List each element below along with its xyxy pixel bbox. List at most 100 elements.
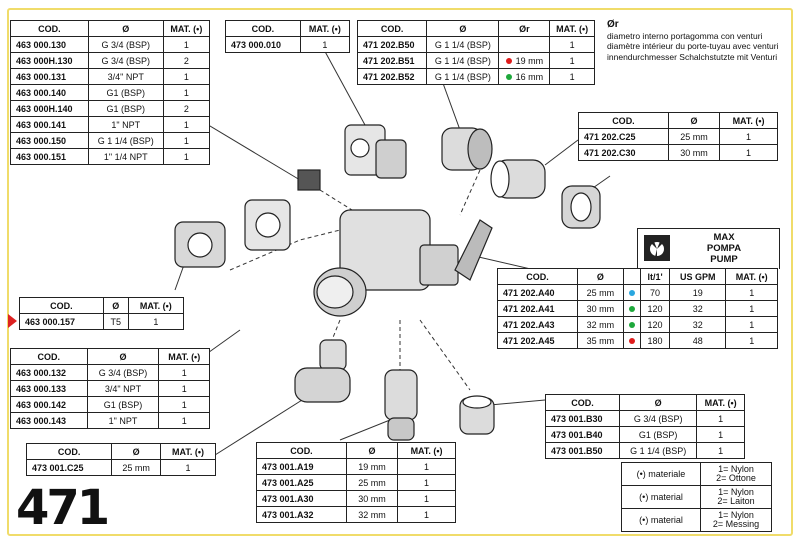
diameter-cell: 1" 1/4 NPT	[87, 148, 164, 165]
material-cell: 1	[725, 316, 778, 333]
elbow-fitting	[490, 159, 546, 199]
diameter-cell: 3/4" NPT	[86, 380, 160, 397]
diameter-cell: 35 mm	[577, 332, 624, 349]
col-gpm: US GPM	[669, 268, 727, 285]
col-cod: COD.	[19, 297, 104, 314]
diameter-cell: G 3/4 (BSP)	[86, 364, 160, 381]
col-dia: Ø	[667, 112, 721, 129]
code-cell: 473 001.B40	[544, 426, 621, 443]
pump-icon	[644, 235, 670, 261]
diameter-cell: G 1 1/4 (BSP)	[619, 442, 698, 459]
diameter-cell: G 3/4 (BSP)	[87, 52, 164, 69]
diameter-cell: 30 mm	[345, 490, 399, 507]
flow-lt-cell: 120	[639, 300, 671, 317]
col-dia: Ø	[111, 443, 162, 460]
flow-lt-cell: 70	[639, 284, 671, 301]
material-cell: 1	[397, 506, 456, 523]
materials-label: (•) material	[621, 508, 701, 532]
col-dia: Ø	[345, 442, 399, 459]
note-line: diametro interno portagomma con venturi	[607, 30, 763, 41]
material-cell: 1	[725, 284, 778, 301]
flow-gpm-cell: 19	[669, 284, 727, 301]
col-cod: COD.	[256, 442, 347, 459]
col-cod: COD.	[10, 348, 88, 365]
valve-body	[313, 209, 493, 317]
material-cell: 1	[158, 396, 210, 413]
material-cell: 1	[158, 380, 210, 397]
col-lt: lt/1'	[639, 268, 671, 285]
code-cell: 463 000H.130	[10, 52, 89, 69]
color-dot-icon	[628, 338, 635, 345]
threaded-adapter-fitting	[459, 395, 495, 435]
code-cell: 473 001.B50	[544, 442, 621, 459]
material-cell: 1	[162, 84, 211, 101]
material-cell: 1	[725, 332, 778, 349]
code-cell: 463 000.140	[10, 84, 89, 101]
color-dot-icon	[628, 322, 635, 329]
code-cell: 463 000.132	[10, 364, 88, 381]
diameter-cell: G 1 1/4 (BSP)	[87, 132, 164, 149]
note-line: diamètre intérieur du porte-tuyau avec v…	[607, 41, 779, 51]
threaded-fitting	[441, 127, 493, 171]
material-cell: 1	[696, 426, 745, 443]
material-value: 1= Nylon	[718, 464, 754, 474]
code-cell: 463 000.142	[10, 396, 88, 413]
elbow-fitting-bottom	[294, 339, 351, 403]
diameter-cell: 19 mm	[345, 458, 399, 475]
material-cell: 1	[162, 132, 211, 149]
diameter-cell: 3/4" NPT	[87, 68, 164, 85]
code-cell: 463 000.143	[10, 412, 88, 429]
col-dia: Ø	[86, 348, 160, 365]
col-cod: COD.	[578, 112, 669, 129]
pump-label-line: POMPA	[706, 243, 742, 254]
col-cod: COD.	[356, 20, 428, 37]
pump-label-line: PUMP	[710, 254, 738, 265]
material-cell: 1	[696, 442, 745, 459]
diameter-cell: G 3/4 (BSP)	[87, 36, 164, 53]
diameter-cell: 32 mm	[345, 506, 399, 523]
diameter-cell: 1" NPT	[87, 116, 164, 133]
diameter-cell: T5	[102, 313, 129, 330]
material-cell: 1	[299, 36, 351, 53]
col-mat: MAT. (•)	[299, 20, 351, 37]
venturi-diameter-cell: 19 mm	[498, 52, 551, 69]
code-cell: 473 001.C25	[25, 459, 113, 476]
material-value: 1= Nylon	[718, 510, 754, 520]
col-dr: Ør	[498, 20, 551, 37]
color-cell	[622, 300, 641, 317]
material-value: 2= Messing	[712, 519, 760, 529]
col-cod: COD.	[225, 20, 301, 37]
material-cell: 2	[162, 100, 211, 117]
code-cell: 471 202.A43	[496, 316, 579, 333]
diameter-cell: 25 mm	[577, 284, 624, 301]
material-cell: 1	[719, 144, 778, 161]
diameter-cell: 30 mm	[667, 144, 721, 161]
color-dot-icon	[505, 58, 512, 65]
col-cod: COD.	[544, 394, 621, 411]
col-dia: Ø	[102, 297, 129, 314]
code-cell: 463 000.150	[10, 132, 89, 149]
material-cell: 1	[162, 148, 211, 165]
flow-gpm-cell: 32	[669, 316, 727, 333]
page-frame	[7, 8, 793, 536]
